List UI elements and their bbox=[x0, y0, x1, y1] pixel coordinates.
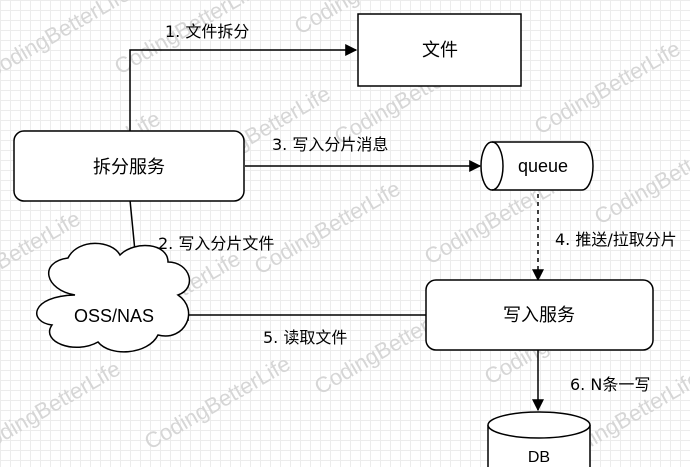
edge-label-1: 1. 文件拆分 bbox=[165, 22, 249, 41]
edge-label-3: 3. 写入分片消息 bbox=[272, 135, 388, 154]
node-write-service-label: 写入服务 bbox=[503, 305, 575, 326]
watermark: CodingBetterLife bbox=[140, 351, 294, 455]
node-split-service-label: 拆分服务 bbox=[93, 157, 165, 178]
node-oss-nas: OSS/NAS bbox=[36, 242, 191, 353]
watermark: CodingBetterLife bbox=[590, 126, 690, 230]
watermark: CodingBetterLife bbox=[0, 356, 124, 460]
node-db-label: DB bbox=[528, 449, 550, 466]
edge-label-4: 4. 推送/拉取分片 bbox=[555, 230, 677, 249]
edge-label-2: 2. 写入分片文件 bbox=[158, 234, 274, 253]
edge-split-to-file bbox=[129, 44, 358, 132]
watermark: CodingBetterLife bbox=[530, 36, 684, 140]
node-write-service: 写入服务 bbox=[425, 279, 654, 351]
edge-label-5: 5. 读取文件 bbox=[263, 328, 347, 347]
node-split-service: 拆分服务 bbox=[13, 130, 245, 202]
watermark: CodingBetterLife bbox=[250, 176, 404, 280]
node-db: DB bbox=[487, 411, 591, 467]
node-file-label: 文件 bbox=[422, 40, 458, 61]
node-queue-label: queue bbox=[518, 156, 568, 176]
node-oss-nas-label: OSS/NAS bbox=[74, 306, 154, 326]
watermark: CodingBetterLife bbox=[0, 0, 134, 84]
node-queue: queue bbox=[480, 141, 594, 191]
edges bbox=[129, 44, 544, 412]
edge-label-6: 6. N条一写 bbox=[570, 375, 650, 394]
node-file: 文件 bbox=[357, 13, 522, 87]
